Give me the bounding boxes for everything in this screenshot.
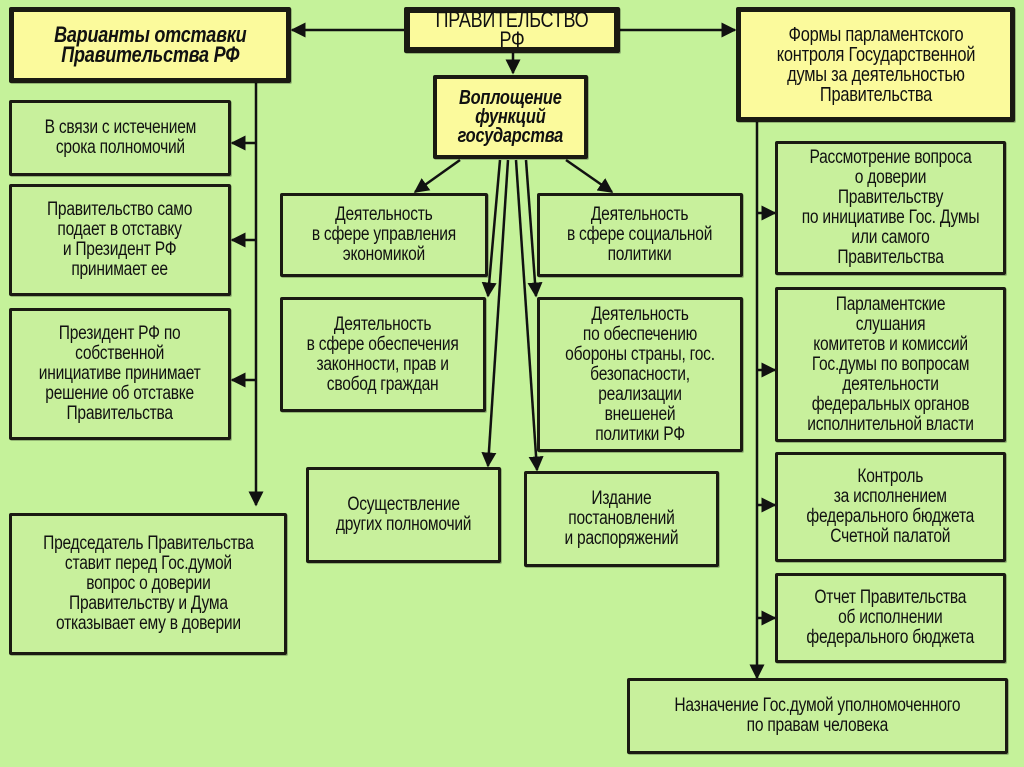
resignation-item-1-text: В связи с истечением срока полномочий xyxy=(44,117,196,158)
arrow-func-2 xyxy=(565,158,614,194)
functions-title: Воплощение функций государства xyxy=(457,86,564,147)
function-law-box: Деятельность в сфере обеспечения законно… xyxy=(280,297,486,412)
government-rf-title: ПРАВИТЕЛЬСТВО РФ xyxy=(435,7,589,52)
function-decrees-box: Издание постановлений и распоряжений xyxy=(524,471,719,567)
function-law-text: Деятельность в сфере обеспечения законно… xyxy=(307,313,459,395)
arrow-func-6 xyxy=(514,159,544,472)
function-other-box: Осуществление других полномочий xyxy=(306,467,501,563)
function-defense-box: Деятельность по обеспечению обороны стра… xyxy=(537,297,743,452)
control-forms-title-box: Формы парламентского контроля Государств… xyxy=(736,7,1015,122)
control-item-2: Парламентские слушания комитетов и комис… xyxy=(775,287,1006,442)
arrow-func-5 xyxy=(481,159,510,468)
resignation-item-4: Председатель Правительства ставит перед … xyxy=(9,513,287,655)
resignation-item-3-text: Президент РФ по собственной инициативе п… xyxy=(39,323,201,424)
control-forms-title: Формы парламентского контроля Государств… xyxy=(776,23,975,106)
resignation-item-4-text: Председатель Правительства ставит перед … xyxy=(42,533,254,634)
control-item-1-text: Рассмотрение вопроса о доверии Правитель… xyxy=(801,147,980,268)
function-defense-text: Деятельность по обеспечению обороны стра… xyxy=(565,303,715,445)
control-item-2-text: Парламентские слушания комитетов и комис… xyxy=(807,293,974,435)
function-social-text: Деятельность в сфере социальной политики xyxy=(567,204,713,265)
resignation-item-1: В связи с истечением срока полномочий xyxy=(9,100,231,176)
control-item-5: Назначение Гос.думой уполномоченного по … xyxy=(627,678,1008,754)
functions-title-box: Воплощение функций государства xyxy=(433,75,588,159)
function-other-text: Осуществление других полномочий xyxy=(335,494,472,535)
arrow-func-4 xyxy=(524,159,543,298)
resignation-item-2: Правительство само подает в отставку и П… xyxy=(9,184,231,296)
government-rf-box: ПРАВИТЕЛЬСТВО РФ xyxy=(404,7,620,53)
control-item-3-text: Контроль за исполнением федерального бюд… xyxy=(806,466,975,547)
function-economy-box: Деятельность в сфере управления экономик… xyxy=(280,193,488,277)
resignation-item-2-text: Правительство само подает в отставку и П… xyxy=(47,199,193,280)
control-item-5-text: Назначение Гос.думой уполномоченного по … xyxy=(674,695,961,736)
resignation-title-box: Варианты отставки Правительства РФ xyxy=(9,7,291,83)
control-item-3: Контроль за исполнением федерального бюд… xyxy=(775,452,1006,562)
control-item-1: Рассмотрение вопроса о доверии Правитель… xyxy=(775,141,1006,275)
function-decrees-text: Издание постановлений и распоряжений xyxy=(564,488,679,549)
arrow-func-1 xyxy=(413,158,461,194)
arrow-func-3 xyxy=(481,159,502,298)
resignation-title: Варианты отставки Правительства РФ xyxy=(53,22,247,67)
control-item-4: Отчет Правительства об исполнении федера… xyxy=(775,573,1006,663)
control-item-4-text: Отчет Правительства об исполнении федера… xyxy=(806,587,975,648)
function-social-box: Деятельность в сфере социальной политики xyxy=(537,193,743,277)
resignation-item-3: Президент РФ по собственной инициативе п… xyxy=(9,308,231,440)
function-economy-text: Деятельность в сфере управления экономик… xyxy=(311,204,457,265)
